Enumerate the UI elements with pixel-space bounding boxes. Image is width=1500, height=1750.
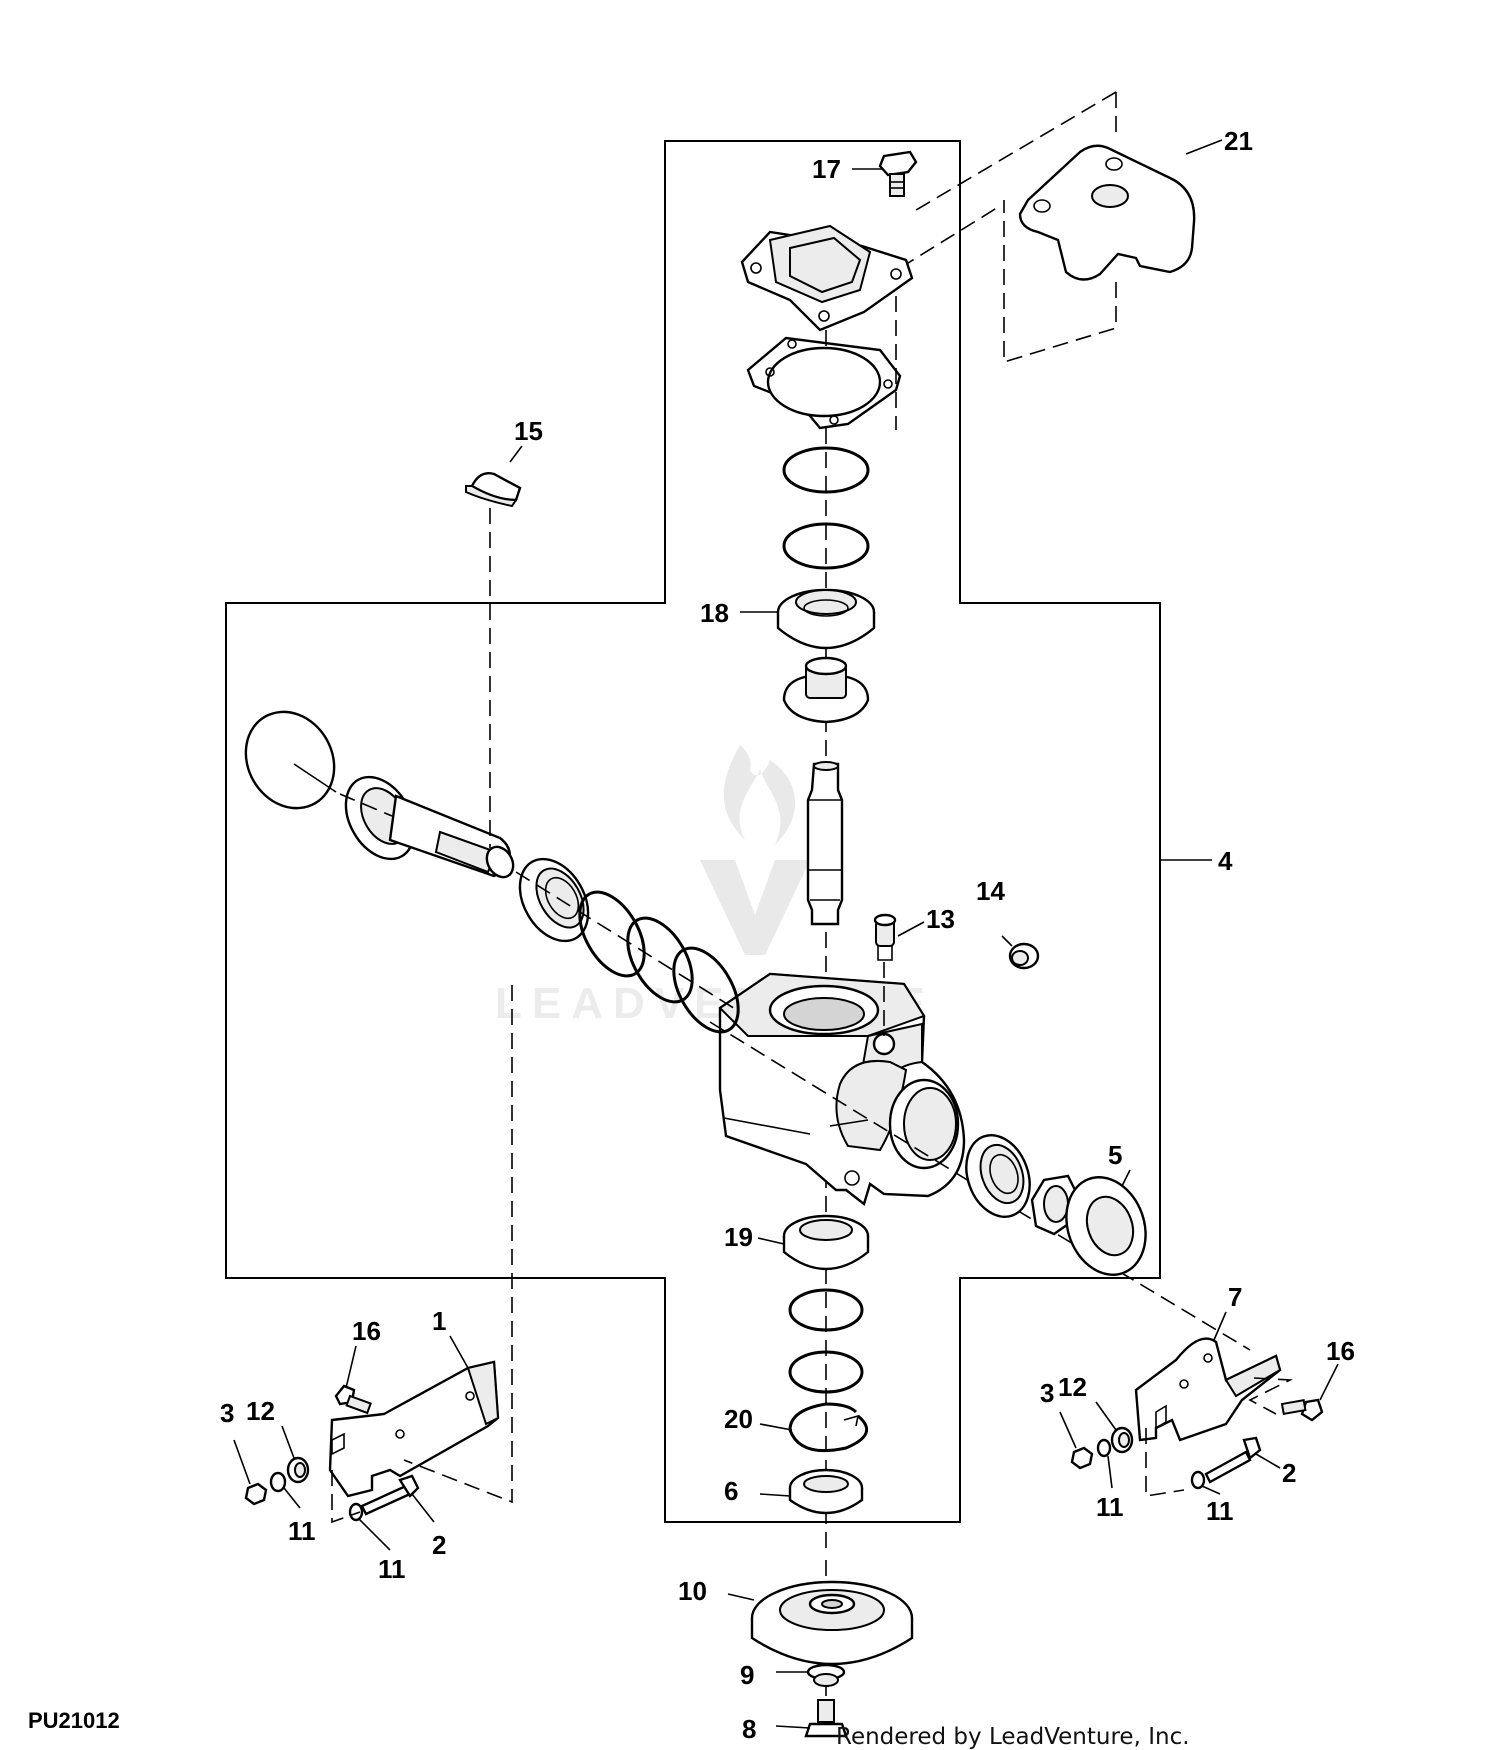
part-5-seal (1065, 1176, 1147, 1276)
cover-plate (740, 224, 914, 332)
gearbox-housing (718, 972, 966, 1207)
callout-16-right: 16 (1326, 1336, 1355, 1366)
callout-3-left: 3 (220, 1398, 234, 1428)
part-12-spacer-left (286, 1456, 310, 1484)
part-2-bolt-right (1204, 1436, 1262, 1484)
vertical-shaft (806, 761, 844, 926)
part-11-washer-right-b (1190, 1470, 1206, 1490)
callout-21: 21 (1224, 126, 1253, 156)
callout-11-right-a: 11 (1096, 1492, 1124, 1522)
input-shaft (344, 775, 515, 879)
callout-5: 5 (1108, 1140, 1122, 1170)
part-16-bolt-right (1280, 1398, 1324, 1422)
callout-15: 15 (514, 416, 543, 446)
callout-20: 20 (724, 1404, 753, 1434)
part-17-bolt (878, 150, 918, 197)
figure-id: PU21012 (28, 1708, 120, 1733)
part-11-washer-left-a (269, 1471, 287, 1493)
callout-3-right: 3 (1040, 1378, 1054, 1408)
seal-bushing (782, 656, 870, 724)
part-16-bolt-left (334, 1384, 372, 1415)
render-credit: Rendered by LeadVenture, Inc. (836, 1724, 1190, 1750)
input-shaft-bearing (518, 857, 590, 943)
part-13-breather (873, 913, 897, 961)
callout-9: 9 (740, 1660, 754, 1690)
part-20-snap-ring (788, 1402, 869, 1453)
o-ring-upper-2 (782, 522, 870, 570)
callout-2-right: 2 (1282, 1458, 1296, 1488)
o-ring-upper-1 (782, 446, 870, 494)
callout-11-left-b: 11 (378, 1554, 406, 1584)
part-11-washer-right-a (1096, 1438, 1112, 1458)
input-shaft-o-ring-3 (672, 946, 740, 1034)
callout-13: 13 (926, 904, 955, 934)
part-18-bearing (776, 588, 876, 650)
callout-11-right-b: 11 (1206, 1496, 1234, 1526)
part-2-bolt-left (360, 1474, 420, 1516)
callout-12-left: 12 (246, 1396, 275, 1426)
callout-19: 19 (724, 1222, 753, 1252)
callout-11-left-a: 11 (288, 1516, 316, 1546)
part-12-spacer-right (1110, 1426, 1134, 1454)
o-ring-lower-1 (788, 1288, 864, 1332)
part-3-nut-right (1070, 1446, 1094, 1470)
input-shaft-cap (244, 710, 336, 810)
part-3-nut-left (244, 1482, 268, 1506)
callout-8: 8 (742, 1714, 756, 1744)
callout-10: 10 (678, 1576, 707, 1606)
part-19-bearing (782, 1214, 870, 1271)
part-11-washer-left-b (348, 1502, 364, 1522)
callout-4: 4 (1218, 846, 1233, 876)
callout-16-left: 16 (352, 1316, 381, 1346)
part-9-washer (806, 1663, 846, 1687)
callout-17: 17 (812, 154, 841, 184)
callout-18: 18 (700, 598, 729, 628)
output-bearing-right (965, 1134, 1031, 1218)
part-6-seal (788, 1468, 864, 1515)
o-ring-lower-2 (788, 1350, 864, 1394)
part-1-mounting-bracket (328, 1360, 500, 1498)
part-14-plug (1008, 942, 1040, 970)
callout-1: 1 (432, 1306, 446, 1336)
part-7-mounting-bracket (1134, 1337, 1282, 1442)
gearbox-assembly-outline (225, 140, 1161, 1523)
part-10-pulley (750, 1580, 914, 1666)
callout-12-right: 12 (1058, 1372, 1087, 1402)
callout-2-left: 2 (432, 1530, 446, 1560)
part-8-bolt (804, 1699, 848, 1738)
callout-6: 6 (724, 1476, 738, 1506)
cover-gasket (746, 336, 902, 430)
part-15-woodruff-key (465, 472, 522, 508)
callout-7: 7 (1228, 1282, 1242, 1312)
callout-14: 14 (976, 876, 1005, 906)
part-21-bracket (1018, 144, 1196, 281)
